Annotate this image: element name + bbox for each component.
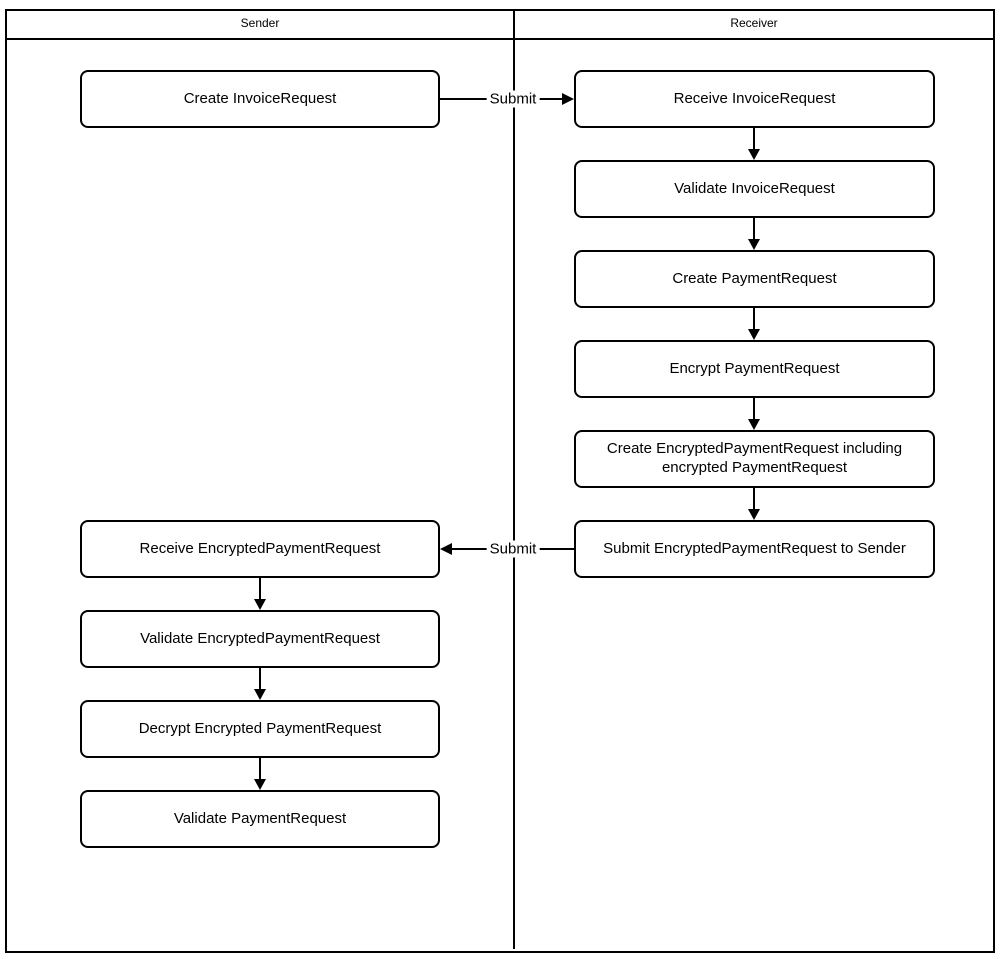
arrow-down-icon — [254, 599, 266, 610]
node-create-invoice-request: Create InvoiceRequest — [80, 70, 440, 128]
lane-title-receiver: Receiver — [730, 16, 778, 30]
node-create-encrypted-payment-request: Create EncryptedPaymentRequest including… — [574, 430, 935, 488]
lane-title-sender: Sender — [240, 16, 280, 30]
edge-line — [259, 578, 261, 599]
arrow-down-icon — [748, 149, 760, 160]
edge-line — [753, 398, 755, 419]
node-validate-payment-request: Validate PaymentRequest — [80, 790, 440, 848]
edge-submit-payment-arrowhead-icon — [440, 543, 452, 555]
lane-divider — [513, 9, 515, 949]
edge-line — [753, 488, 755, 509]
node-decrypt-encrypted-payment-request: Decrypt Encrypted PaymentRequest — [80, 700, 440, 758]
edge-label-submit-invoice: Submit — [486, 90, 540, 108]
node-encrypt-payment-request: Encrypt PaymentRequest — [574, 340, 935, 398]
arrow-down-icon — [748, 419, 760, 430]
arrow-down-icon — [748, 329, 760, 340]
arrow-down-icon — [254, 779, 266, 790]
node-submit-encrypted-payment-request: Submit EncryptedPaymentRequest to Sender — [574, 520, 935, 578]
arrow-down-icon — [748, 239, 760, 250]
edge-line — [259, 668, 261, 689]
edge-label-submit-payment: Submit — [486, 540, 540, 558]
node-receive-invoice-request: Receive InvoiceRequest — [574, 70, 935, 128]
edge-line — [753, 218, 755, 239]
node-validate-encrypted-payment-request: Validate EncryptedPaymentRequest — [80, 610, 440, 668]
lane-header-separator — [5, 38, 995, 40]
edge-line — [259, 758, 261, 779]
edge-submit-invoice-arrowhead-icon — [562, 93, 574, 105]
edge-line — [753, 128, 755, 149]
node-receive-encrypted-payment-request: Receive EncryptedPaymentRequest — [80, 520, 440, 578]
edge-line — [753, 308, 755, 329]
node-create-payment-request: Create PaymentRequest — [574, 250, 935, 308]
node-validate-invoice-request: Validate InvoiceRequest — [574, 160, 935, 218]
arrow-down-icon — [254, 689, 266, 700]
arrow-down-icon — [748, 509, 760, 520]
